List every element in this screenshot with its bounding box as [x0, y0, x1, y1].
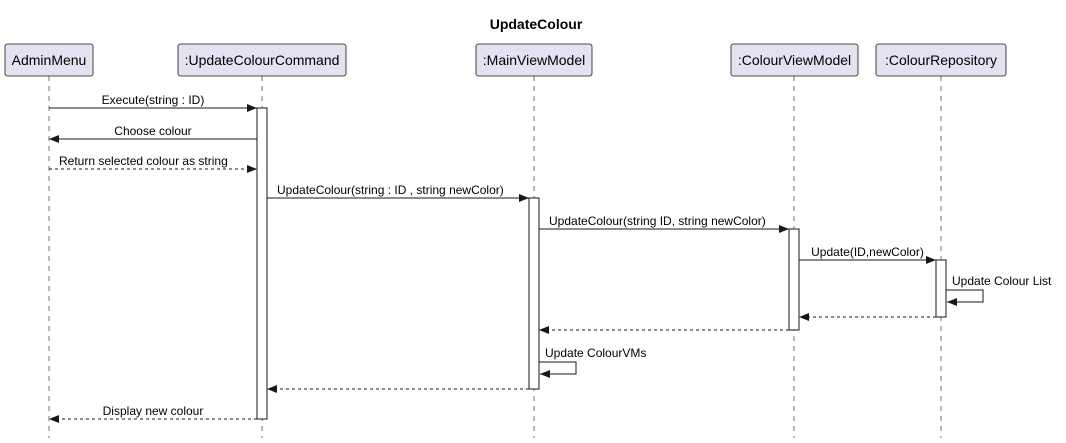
participant-box: [730, 43, 859, 77]
message-5: Update(ID,newColor): [799, 245, 936, 264]
message-11: Display new colour: [49, 404, 257, 423]
messages: Execute(string : ID) Choose colourReturn …: [49, 93, 1052, 423]
message-label: UpdateColour(string ID, string newColor): [549, 214, 766, 228]
participant-mvm: :MainViewModel: [475, 43, 593, 77]
message-line: [539, 361, 577, 378]
participants: AdminMenu :UpdateColourCommand :MainViewMo…: [4, 43, 1007, 77]
message-1: Choose colour: [49, 124, 257, 143]
participant-cvm: :ColourViewModel: [730, 43, 859, 77]
participant-repo: :ColourRepository: [875, 43, 1007, 77]
activation-bar-repo: [935, 259, 947, 318]
message-label: UpdateColour(string : ID , string newCol…: [277, 183, 504, 197]
participant-cmd: :UpdateColourCommand: [177, 43, 347, 77]
activation-bar-cmd: [256, 107, 268, 420]
message-label: Return selected colour as string: [59, 154, 228, 168]
participant-label: :ColourRepository: [885, 52, 997, 68]
message-label: Update ColourVMs: [545, 346, 646, 360]
participant-label: :UpdateColourCommand: [185, 52, 340, 68]
message-2: Return selected colour as string: [49, 154, 257, 173]
diagram-title: UpdateColour: [490, 16, 583, 32]
participant-label: :ColourViewModel: [738, 52, 851, 68]
message-label: Execute(string : ID): [102, 93, 205, 107]
message-3: UpdateColour(string : ID , string newCol…: [267, 183, 529, 202]
message-label: Display new colour: [103, 404, 204, 418]
message-label: Choose colour: [114, 124, 191, 138]
message-0: Execute(string : ID): [49, 93, 257, 112]
message-6: Update Colour List: [946, 274, 1052, 306]
message-line: [946, 289, 984, 306]
message-9: Update ColourVMs: [539, 346, 646, 378]
participant-box: [177, 43, 347, 77]
participant-box: [875, 43, 1007, 77]
participant-box: [475, 43, 593, 77]
participant-admin: AdminMenu: [4, 43, 94, 77]
message-label: Update Colour List: [952, 274, 1052, 288]
activations: [256, 107, 947, 420]
activation-bar-cvm: [788, 228, 800, 331]
activation-bar-mvm: [528, 197, 540, 390]
participant-box: [4, 43, 94, 77]
message-label: Update(ID,newColor): [811, 245, 924, 259]
participant-label: :MainViewModel: [483, 52, 585, 68]
participant-label: AdminMenu: [12, 52, 87, 68]
message-4: UpdateColour(string ID, string newColor): [539, 214, 789, 233]
